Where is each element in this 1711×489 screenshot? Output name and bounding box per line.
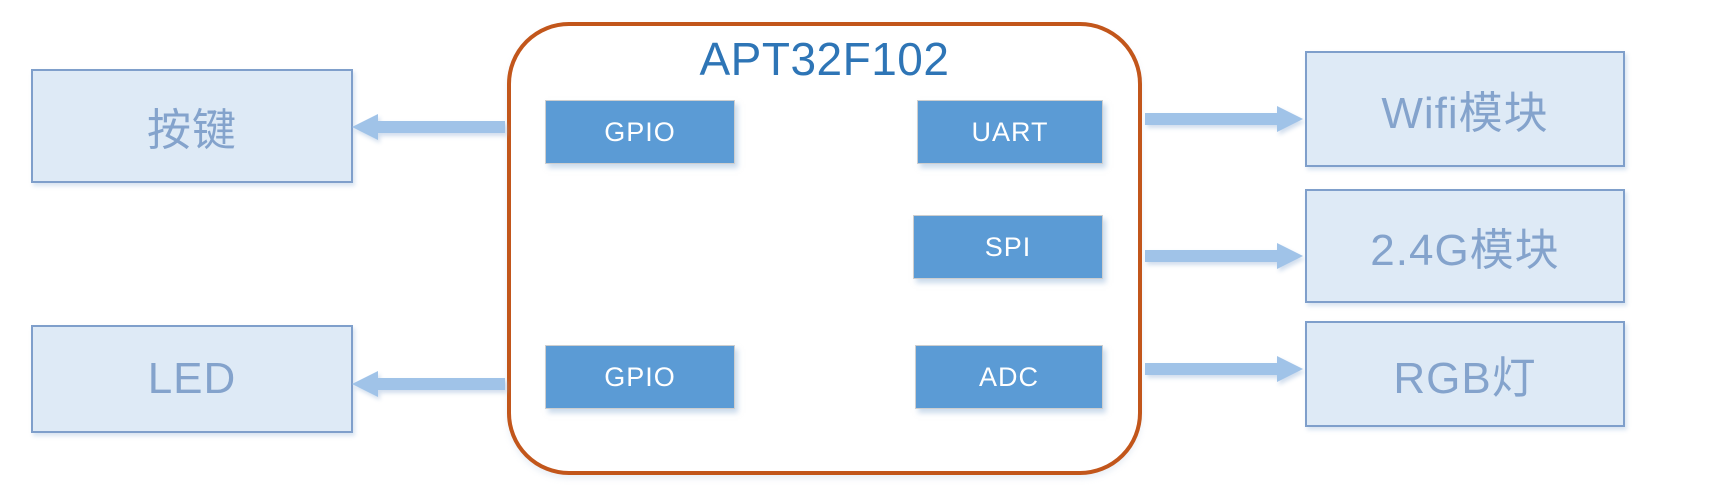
peripheral-box-button: 按键 [31,69,353,183]
arrow-spi-to-24g-icon [1145,243,1303,269]
peripheral-box-wifi-module: Wifi模块 [1305,51,1625,167]
mcu-block-uart: UART [917,100,1103,164]
arrowhead-right-icon [1277,356,1303,382]
peripheral-box-24g-module-label: 2.4G模块 [1370,226,1560,275]
arrow-gpio-to-button-icon [352,114,505,140]
arrow-shaft [378,121,505,133]
mcu-block-spi: SPI [913,215,1103,279]
peripheral-box-24g-module: 2.4G模块 [1305,189,1625,303]
peripheral-box-rgb-light: RGB灯 [1305,321,1625,427]
mcu-title: APT32F102 [699,33,950,85]
arrow-adc-to-rgb-icon [1145,356,1303,382]
peripheral-box-rgb-light-label: RGB灯 [1393,354,1537,403]
mcu-block-uart-label: UART [971,116,1049,147]
peripheral-box-led-label: LED [147,354,237,403]
mcu-block-gpio-bottom: GPIO [545,345,735,409]
arrow-shaft [378,378,505,390]
arrow-shaft [1145,250,1277,262]
peripheral-box-led: LED [31,325,353,433]
peripheral-box-button-label: 按键 [147,106,237,155]
arrowhead-left-icon [352,114,378,140]
arrow-uart-to-wifi-icon [1145,106,1303,132]
mcu-block-gpio-bottom-label: GPIO [604,361,676,392]
arrow-shaft [1145,363,1277,375]
arrow-shaft [1145,113,1277,125]
arrowhead-right-icon [1277,106,1303,132]
mcu-block-spi-label: SPI [984,231,1032,262]
arrowhead-left-icon [352,371,378,397]
mcu-block-adc: ADC [915,345,1103,409]
arrow-gpio-to-led-icon [352,371,505,397]
mcu-block-adc-label: ADC [978,361,1039,392]
mcu-block-gpio-top: GPIO [545,100,735,164]
peripheral-box-wifi-module-label: Wifi模块 [1381,89,1549,138]
mcu-block-gpio-top-label: GPIO [604,116,676,147]
arrowhead-right-icon [1277,243,1303,269]
